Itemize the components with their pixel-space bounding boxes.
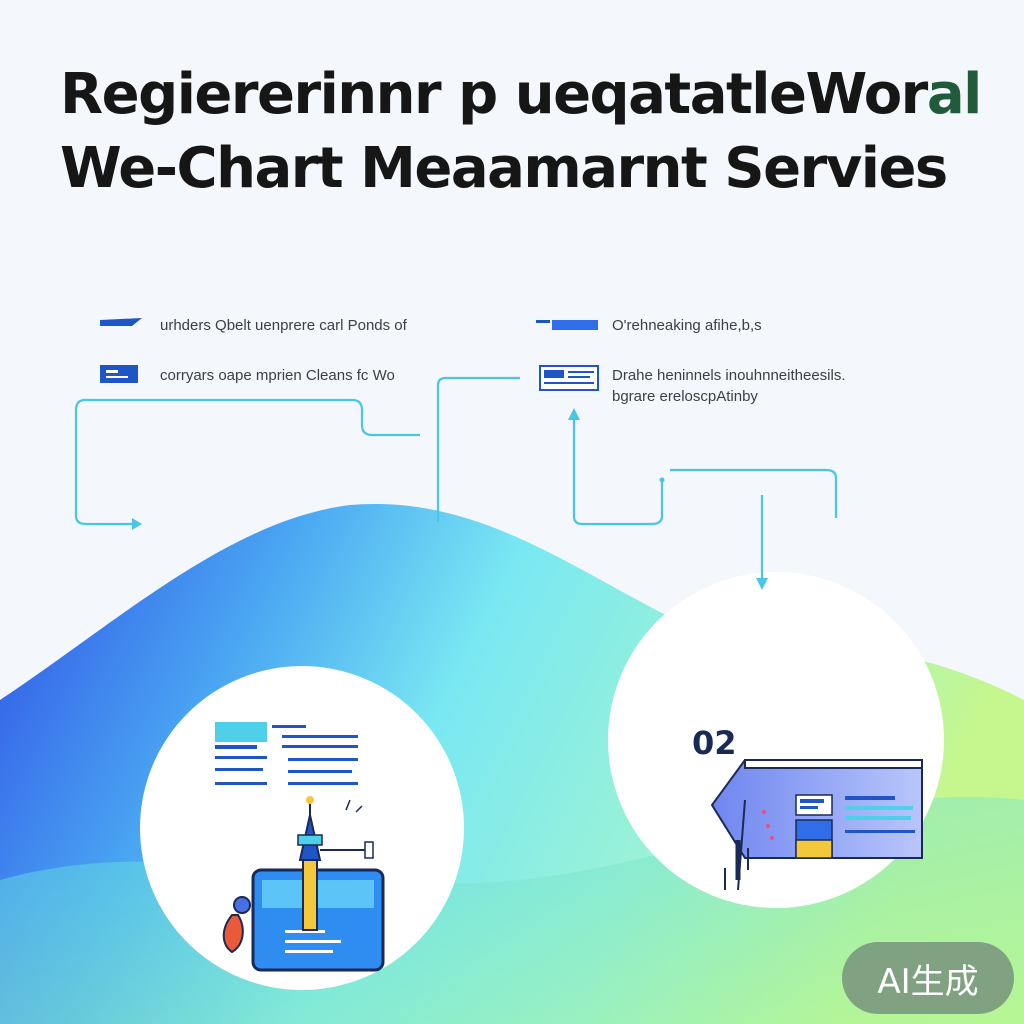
right-item-2-line-1: Drahe heninnels inouhnneitheesils. [612, 367, 846, 384]
left-item-1-text: urhders Qbelt uenprere carl Ponds of [160, 317, 407, 334]
left-illustration [215, 722, 385, 972]
title-line-1-accent-a: Wor [805, 62, 928, 127]
right-item-1-text: O'rehneaking afihe,b,s [612, 317, 762, 334]
connector-arrowheads [132, 408, 768, 590]
left-item-2-text: corryars oape mprien Cleans fc Wo [160, 367, 395, 384]
icon-bar-right [536, 320, 598, 330]
right-item-2-line-2: bgrare ereloscpAtinby [612, 388, 758, 405]
icon-card-right [539, 365, 599, 391]
page-title-line-1: Regiererinnr p ueqatatleWoral [60, 62, 982, 127]
ai-generated-badge: AI生成 [842, 942, 1014, 1014]
icon-pen [100, 318, 142, 326]
connector-lines [74, 376, 838, 582]
icon-card-left [100, 365, 138, 383]
page-title-line-2: We-Chart Meaamarnt Servies [60, 136, 948, 201]
right-illustration [710, 759, 923, 891]
card-right-label: 02 [692, 724, 737, 762]
title-line-1-main: Regiererinnr p ueqatatle [60, 62, 807, 127]
title-line-1-accent-b: al [926, 62, 982, 127]
